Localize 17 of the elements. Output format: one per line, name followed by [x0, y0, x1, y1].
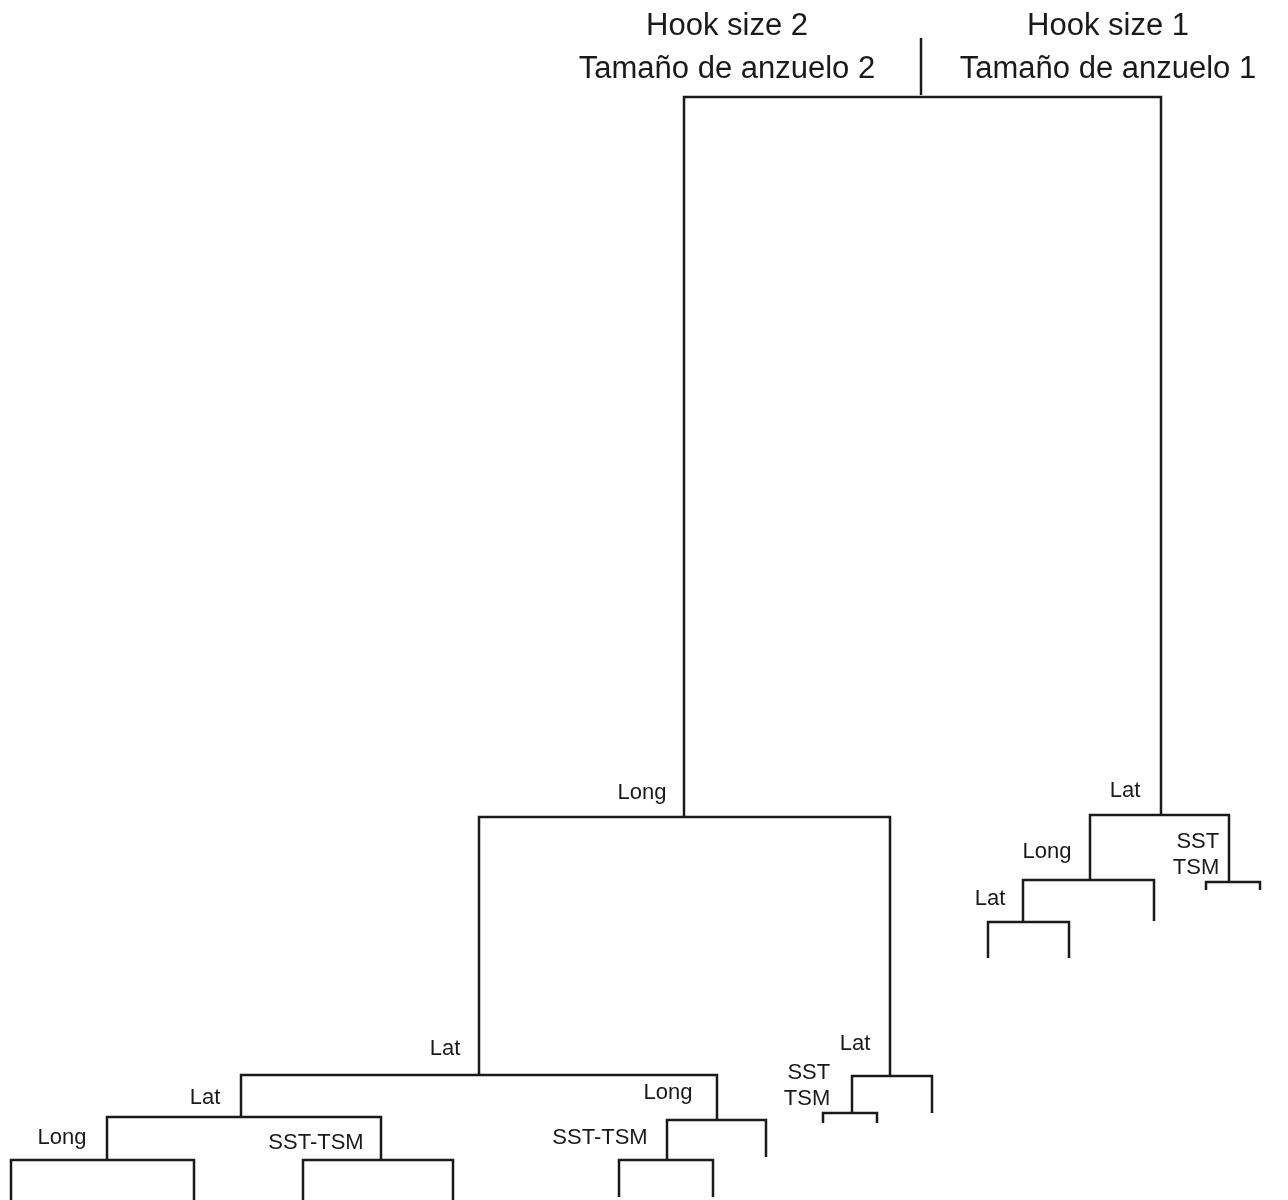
- split-label: SST-TSM: [268, 1129, 364, 1155]
- split-label: Lat: [974, 885, 1006, 911]
- split-label: Lat: [1109, 777, 1141, 803]
- split-label: Long: [1022, 838, 1072, 864]
- group-heading: Hook size 1: [1027, 7, 1189, 43]
- split-label: Long: [37, 1124, 87, 1150]
- split-label: Lat: [839, 1030, 871, 1056]
- split-label: Lat: [429, 1035, 461, 1061]
- split-label: SST TSM: [783, 1059, 831, 1111]
- group-heading: Tamaño de anzuelo 2: [578, 50, 876, 86]
- split-label: SST TSM: [1172, 828, 1220, 880]
- split-label: Lat: [189, 1084, 221, 1110]
- split-label: Long: [617, 779, 667, 805]
- group-heading: Hook size 2: [646, 7, 808, 43]
- group-heading: Tamaño de anzuelo 1: [959, 50, 1257, 86]
- split-label: Long: [643, 1079, 693, 1105]
- split-label: SST-TSM: [552, 1124, 648, 1150]
